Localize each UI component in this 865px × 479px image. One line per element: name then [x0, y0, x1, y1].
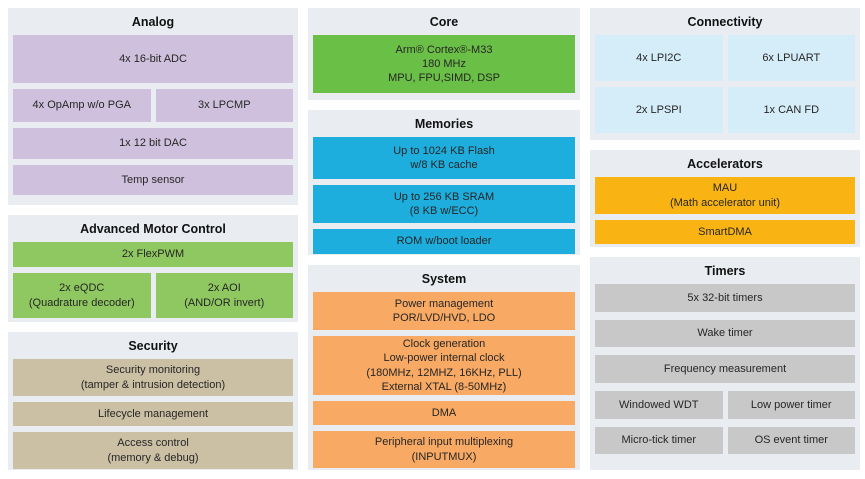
block-access-control-line-2: (memory & debug): [107, 451, 199, 464]
analog-row: 4x OpAmp w/o PGA 3x LPCMP: [13, 89, 293, 122]
block-sram-line-2: (8 KB w/ECC): [409, 205, 479, 217]
block-wake-timer: Wake timer: [595, 320, 855, 347]
block-flash: Up to 1024 KB Flash w/8 KB cache: [313, 137, 575, 179]
block-cpu-line-3: MPU, FPU,SIMD, DSP: [388, 72, 500, 85]
block-lpuart: 6x LPUART: [727, 35, 855, 81]
connectivity-row-1: 4x LPI2C 6x LPUART: [595, 35, 855, 81]
block-opamp: 4x OpAmp w/o PGA: [13, 89, 151, 122]
block-access-control-line-1: Access control: [117, 437, 189, 450]
block-inputmux: Peripheral input multiplexing (INPUTMUX): [313, 431, 575, 468]
block-sram: Up to 256 KB SRAM (8 KB w/ECC): [313, 185, 575, 223]
block-lifecycle: Lifecycle management: [13, 402, 293, 426]
column-middle: Core Arm® Cortex®-M33 180 MHz MPU, FPU,S…: [308, 8, 580, 471]
block-mau-line-2: (Math accelerator unit): [669, 196, 781, 209]
timers-blocks: 5x 32-bit timers Wake timer Frequency me…: [595, 284, 855, 454]
timers-row-2: Micro-tick timer OS event timer: [595, 427, 855, 454]
block-temp-sensor: Temp sensor: [13, 165, 293, 195]
block-low-power-timer: Low power timer: [727, 391, 855, 419]
system-blocks: Power management POR/LVD/HVD, LDO Clock …: [313, 292, 575, 468]
memories-blocks: Up to 1024 KB Flash w/8 KB cache Up to 2…: [313, 137, 575, 254]
accelerators-blocks: MAU (Math accelerator unit) SmartDMA: [595, 177, 855, 244]
block-eqdc-line-2: (Quadrature decoder): [28, 296, 135, 309]
block-access-control: Access control (memory & debug): [13, 432, 293, 469]
block-micro-tick-timer: Micro-tick timer: [595, 427, 723, 454]
section-timers: Timers 5x 32-bit timers Wake timer Frequ…: [590, 257, 860, 470]
block-clock-line-3: (180MHz, 12MHZ, 16KHz, PLL): [366, 366, 522, 379]
block-power-line-1: Power management: [394, 297, 494, 310]
timers-row-1: Windowed WDT Low power timer: [595, 391, 855, 419]
block-eqdc: 2x eQDC (Quadrature decoder): [13, 273, 151, 318]
section-title-motor-control: Advanced Motor Control: [80, 222, 226, 236]
connectivity-row-2: 2x LPSPI 1x CAN FD: [595, 87, 855, 133]
section-security: Security Security monitoring (tamper & i…: [8, 332, 298, 470]
block-mau: MAU (Math accelerator unit): [595, 177, 855, 214]
section-core: Core Arm® Cortex®-M33 180 MHz MPU, FPU,S…: [308, 8, 580, 100]
section-title-security: Security: [128, 339, 178, 353]
block-lpcmp: 3x LPCMP: [155, 89, 293, 122]
section-title-analog: Analog: [131, 15, 175, 29]
block-aoi-line-1: 2x AOI: [207, 282, 241, 295]
block-32bit-timers: 5x 32-bit timers: [595, 284, 855, 312]
motor-control-blocks: 2x FlexPWM 2x eQDC (Quadrature decoder) …: [13, 242, 293, 318]
column-right: Connectivity 4x LPI2C 6x LPUART 2x LPSPI…: [590, 8, 860, 471]
block-security-monitoring: Security monitoring (tamper & intrusion …: [13, 359, 293, 396]
block-canfd: 1x CAN FD: [727, 87, 855, 133]
section-title-accelerators: Accelerators: [687, 157, 763, 171]
security-blocks: Security monitoring (tamper & intrusion …: [13, 359, 293, 469]
block-clock-generation: Clock generation Low-power internal cloc…: [313, 336, 575, 395]
block-cpu-line-2: 180 MHz: [421, 57, 467, 70]
block-security-monitoring-line-1: Security monitoring: [105, 364, 201, 377]
block-clock-line-2: Low-power internal clock: [383, 352, 505, 365]
block-frequency-measurement: Frequency measurement: [595, 355, 855, 383]
block-inputmux-line-2: (INPUTMUX): [411, 450, 477, 463]
section-title-system: System: [421, 272, 467, 286]
section-title-memories: Memories: [414, 117, 474, 131]
block-eqdc-line-1: 2x eQDC: [59, 282, 105, 295]
section-memories: Memories Up to 1024 KB Flash w/8 KB cach…: [308, 110, 580, 255]
block-aoi-line-2: (AND/OR invert): [184, 296, 265, 309]
column-left: Analog 4x 16-bit ADC 4x OpAmp w/o PGA 3x…: [8, 8, 298, 471]
block-cpu-line-1: Arm® Cortex®-M33: [395, 43, 493, 56]
block-inputmux-line-1: Peripheral input multiplexing: [374, 436, 514, 449]
section-accelerators: Accelerators MAU (Math accelerator unit)…: [590, 150, 860, 247]
motor-control-row: 2x eQDC (Quadrature decoder) 2x AOI (AND…: [13, 273, 293, 318]
section-system: System Power management POR/LVD/HVD, LDO…: [308, 265, 580, 470]
block-windowed-wdt: Windowed WDT: [595, 391, 723, 419]
block-security-monitoring-line-2: (tamper & intrusion detection): [80, 378, 226, 391]
block-flexpwm: 2x FlexPWM: [13, 242, 293, 267]
block-dma: DMA: [313, 401, 575, 425]
section-connectivity: Connectivity 4x LPI2C 6x LPUART 2x LPSPI…: [590, 8, 860, 140]
block-clock-line-4: External XTAL (8-50MHz): [381, 380, 507, 393]
block-cpu: Arm® Cortex®-M33 180 MHz MPU, FPU,SIMD, …: [313, 35, 575, 93]
block-smartdma: SmartDMA: [595, 220, 855, 244]
block-adc: 4x 16-bit ADC: [13, 35, 293, 83]
analog-blocks: 4x 16-bit ADC 4x OpAmp w/o PGA 3x LPCMP …: [13, 35, 293, 195]
block-aoi: 2x AOI (AND/OR invert): [155, 273, 293, 318]
section-title-connectivity: Connectivity: [687, 15, 763, 29]
core-blocks: Arm® Cortex®-M33 180 MHz MPU, FPU,SIMD, …: [313, 35, 575, 93]
block-dac: 1x 12 bit DAC: [13, 128, 293, 159]
block-mau-line-1: MAU: [712, 182, 738, 195]
block-os-event-timer: OS event timer: [727, 427, 855, 454]
block-lpi2c: 4x LPI2C: [595, 35, 723, 81]
block-flash-line-2: w/8 KB cache: [410, 159, 478, 171]
block-rom: ROM w/boot loader: [313, 229, 575, 254]
section-title-core: Core: [429, 15, 459, 29]
section-analog: Analog 4x 16-bit ADC 4x OpAmp w/o PGA 3x…: [8, 8, 298, 205]
connectivity-blocks: 4x LPI2C 6x LPUART 2x LPSPI 1x CAN FD: [595, 35, 855, 133]
block-lpspi: 2x LPSPI: [595, 87, 723, 133]
block-flash-line-1: Up to 1024 KB Flash: [393, 144, 495, 157]
block-power-line-2: POR/LVD/HVD, LDO: [392, 312, 496, 324]
section-motor-control: Advanced Motor Control 2x FlexPWM 2x eQD…: [8, 215, 298, 322]
section-title-timers: Timers: [704, 264, 746, 278]
block-power-management: Power management POR/LVD/HVD, LDO: [313, 292, 575, 330]
block-sram-line-1: Up to 256 KB SRAM: [393, 190, 495, 203]
block-clock-line-1: Clock generation: [402, 337, 486, 350]
